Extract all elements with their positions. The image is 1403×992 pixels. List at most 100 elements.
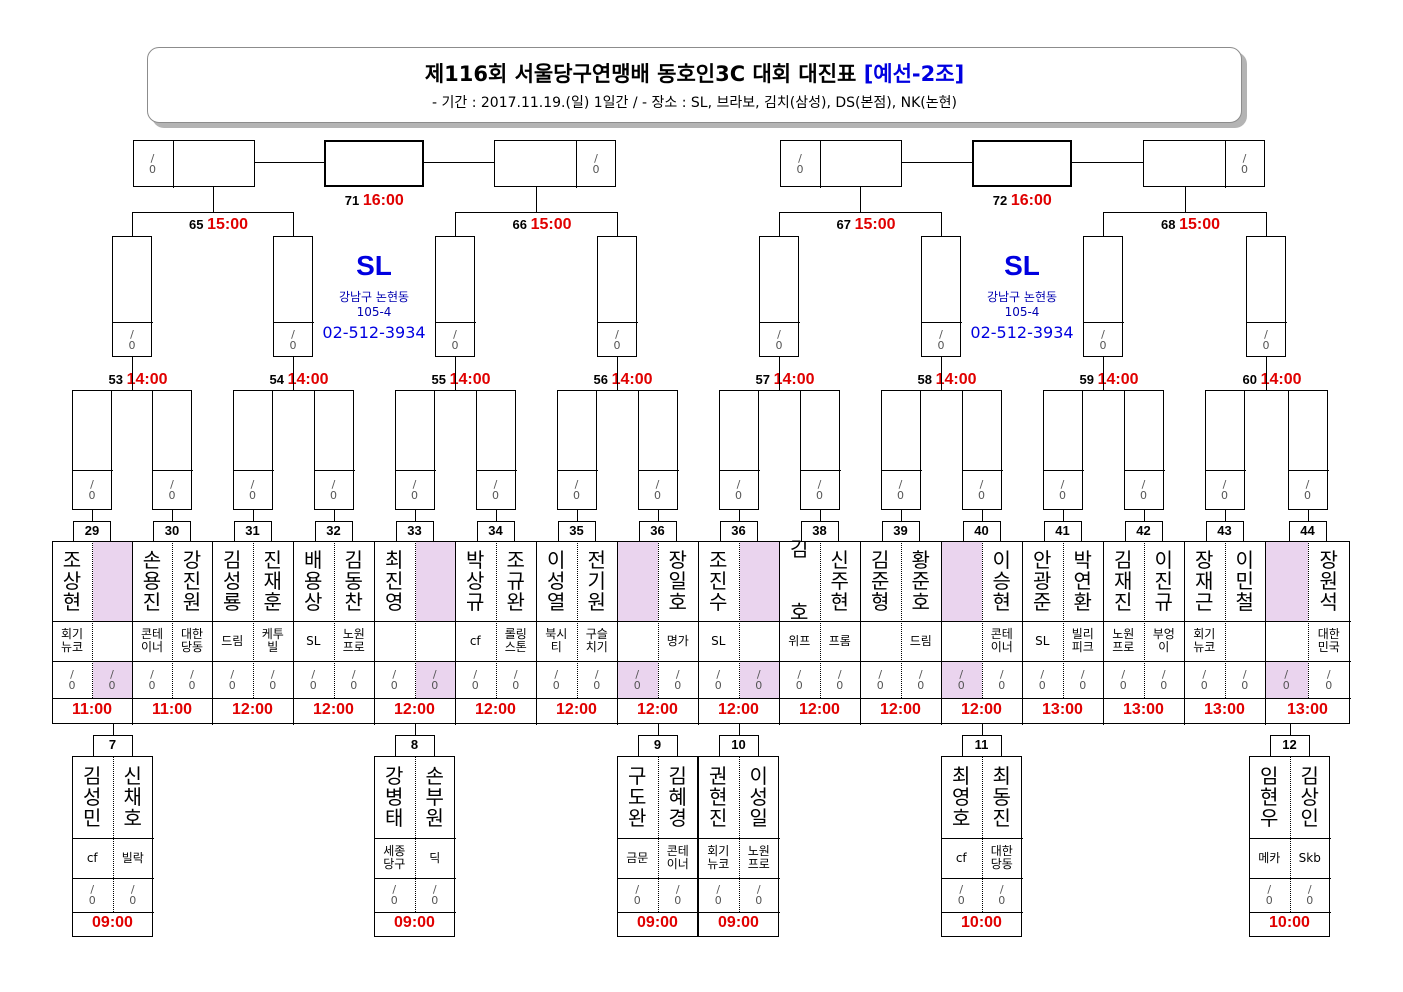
score-zero: 0 — [168, 489, 176, 502]
score-slash: / — [1242, 151, 1247, 165]
score-box — [112, 236, 152, 357]
match-time: 12:00 — [394, 701, 435, 718]
player-club: SL — [293, 621, 334, 661]
score-cell: /0 — [881, 470, 921, 510]
score-slash: / — [392, 883, 397, 896]
bracket-line — [900, 390, 902, 391]
bracket-line — [536, 187, 537, 213]
match-time: 12:00 — [232, 701, 273, 718]
name-char: 현 — [830, 589, 849, 614]
club-line: 스톤 — [504, 640, 527, 654]
bracket-line — [132, 357, 133, 391]
bracket-line — [72, 838, 154, 839]
club-line: 티 — [550, 640, 562, 654]
score-cell: /0 — [1083, 322, 1123, 357]
score-cell: /0 — [719, 470, 759, 510]
score-zero: 0 — [816, 489, 823, 502]
score-slash: / — [574, 478, 579, 491]
score-zero: 0 — [129, 894, 137, 907]
name-char: 기 — [587, 568, 606, 593]
name-char: 인 — [1300, 805, 1319, 830]
match-time: 15:00 — [854, 216, 896, 233]
score-zero: 0 — [228, 678, 236, 692]
bracket-line — [1249, 878, 1331, 879]
name-char: 전 — [587, 547, 606, 572]
score-box — [1246, 236, 1286, 357]
score-slash: / — [70, 667, 74, 681]
match-number: 39 — [893, 523, 908, 538]
score-box — [313, 390, 354, 510]
score-slash: / — [1305, 478, 1310, 491]
bracket-line — [132, 541, 133, 725]
score-zero: 0 — [431, 894, 439, 907]
bracket-line — [880, 470, 922, 471]
score-cell: /0 — [780, 140, 820, 187]
score-slash: / — [1242, 667, 1247, 681]
player-club: 위프 — [779, 621, 820, 661]
match-number: 72 — [992, 193, 1011, 208]
bracket-line — [698, 838, 780, 839]
club-line: 부엉 — [1152, 627, 1175, 641]
score-cell: /0 — [72, 878, 113, 912]
bracket-line — [455, 357, 456, 391]
score-box — [1042, 390, 1083, 510]
score-slash: / — [675, 883, 680, 896]
score-box — [597, 236, 637, 357]
score-zero: 0 — [1306, 894, 1314, 907]
name-char: 호 — [952, 805, 971, 830]
name-char: 용 — [304, 568, 323, 593]
bye-cell — [942, 542, 982, 621]
score-cell: /0 — [1249, 878, 1290, 912]
score-box — [475, 390, 516, 510]
venue-address: 강남구 논현동 — [986, 290, 1058, 304]
club-line: 이너 — [666, 857, 689, 871]
score-zero: 0 — [1221, 489, 1228, 502]
score-zero: 0 — [128, 338, 136, 352]
name-char: 동 — [992, 784, 1011, 809]
club-line: 회기 — [707, 844, 730, 858]
bracket-line — [941, 912, 1023, 913]
match-number: 40 — [974, 523, 989, 538]
score-cell: /0 — [739, 878, 780, 912]
name-char: 최 — [952, 763, 971, 788]
name-char: 장 — [1195, 547, 1214, 572]
score-cell: /0 — [1043, 470, 1083, 510]
venue-phone: 02-512-3934 — [322, 323, 426, 342]
score-box — [759, 236, 799, 357]
name-char: 진 — [709, 805, 728, 830]
score-zero: 0 — [573, 489, 580, 502]
name-char: 성 — [547, 568, 566, 593]
bye-cell — [942, 662, 982, 698]
club-line: 콘테 — [666, 844, 689, 858]
player-club — [739, 621, 780, 661]
bracket-line — [576, 390, 578, 391]
name-char: 현 — [62, 589, 82, 614]
bracket-line — [374, 878, 456, 879]
bracket-line — [72, 470, 113, 471]
club-line: Skb — [1298, 850, 1321, 865]
match-time: 09:00 — [718, 914, 759, 931]
bracket-line — [252, 510, 254, 522]
score-zero: 0 — [1038, 678, 1046, 692]
club-line: 빌 — [267, 640, 279, 654]
score-slash: / — [1284, 667, 1289, 681]
match-number: 41 — [1055, 523, 1070, 538]
score-zero: 0 — [1282, 678, 1290, 692]
name-char: 룡 — [223, 589, 242, 614]
name-char: 원 — [587, 589, 606, 614]
bracket-line — [902, 162, 974, 163]
name-char: 원 — [425, 805, 444, 830]
bracket-line — [941, 838, 1023, 839]
name-char: 완 — [506, 589, 525, 614]
